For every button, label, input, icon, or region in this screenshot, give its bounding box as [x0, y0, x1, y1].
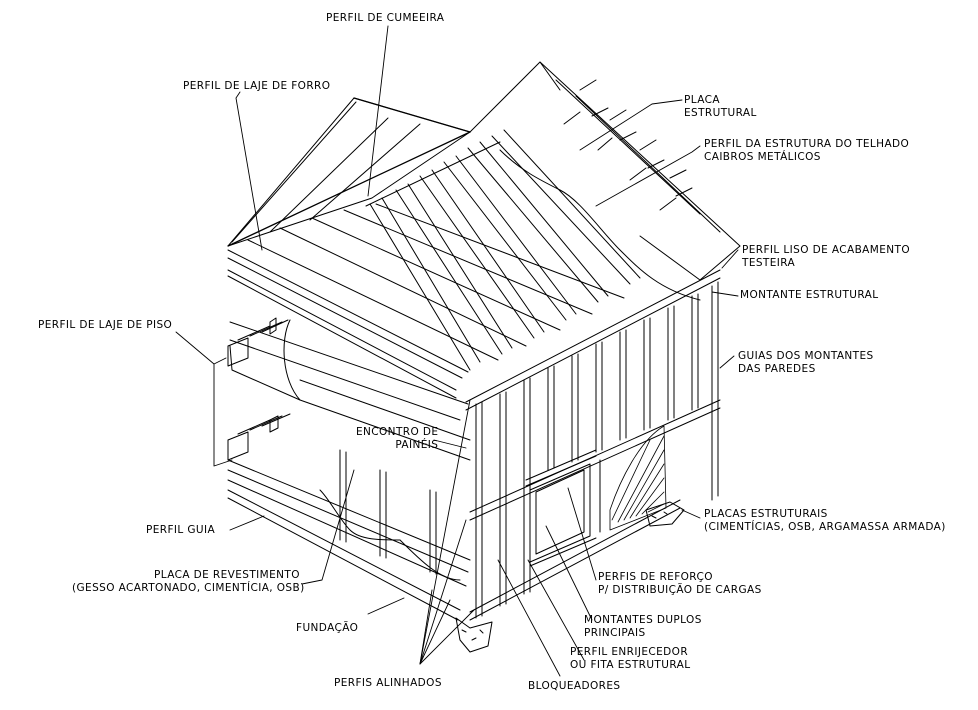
label-lining: PLACA DE REVESTIMENTO(GESSO ACARTONADO, …: [72, 569, 305, 595]
label-structural-panel-line-2: ESTRUTURAL: [684, 107, 757, 119]
left-wall-studs: [319, 449, 461, 581]
label-track-line-1: PERFIL GUIA: [146, 524, 216, 536]
label-headers-line-2: P/ DISTRIBUIÇÃO DE CARGAS: [598, 584, 762, 596]
label-fascia-line-1: PERFIL LISO DE ACABAMENTO: [742, 244, 910, 256]
label-headers-line-1: PERFIS DE REFORÇO: [598, 571, 713, 583]
label-aligned-profiles: PERFIS ALINHADOS: [334, 677, 442, 690]
label-wall-tracks-line-1: GUIAS DOS MONTANTES: [738, 350, 874, 362]
label-double-studs-line-2: PRINCIPAIS: [584, 627, 646, 639]
floor-joists-upper: [227, 317, 289, 367]
label-stud: MONTANTE ESTRUTURAL: [740, 289, 879, 302]
label-lining-line-2: (GESSO ACARTONADO, CIMENTÍCIA, OSB): [72, 582, 305, 594]
label-aligned-profiles-line-1: PERFIS ALINHADOS: [334, 677, 442, 689]
label-blocking: BLOQUEADORES: [528, 680, 620, 693]
upper-floor-panel: [229, 319, 471, 461]
label-panel-joint-line-1: ENCONTRO DE: [356, 426, 439, 438]
roof-right-slope-panels: [469, 61, 741, 301]
label-structural-panel-line-1: PLACA: [684, 94, 720, 106]
roof-rafters: [365, 129, 641, 371]
roof-left-slope: [227, 97, 471, 247]
label-stiffener-line-1: PERFIL ENRIJECEDOR: [570, 646, 689, 658]
label-floor-joist: PERFIL DE LAJE DE PISO: [38, 319, 172, 332]
leader-lines: [175, 25, 739, 677]
label-sheathing-line-2: (CIMENTÍCIAS, OSB, ARGAMASSA ARMADA): [704, 521, 946, 533]
label-stud-line-1: MONTANTE ESTRUTURAL: [740, 289, 879, 301]
label-ceiling-joist: PERFIL DE LAJE DE FORRO: [183, 80, 330, 93]
label-ridge-line-1: PERFIL DE CUMEEIRA: [326, 12, 445, 24]
ceiling-joists: [227, 203, 625, 399]
label-floor-joist-line-1: PERFIL DE LAJE DE PISO: [38, 319, 173, 331]
label-roof-structure-line-2: CAIBROS METÁLICOS: [704, 151, 821, 163]
label-stiffener-line-2: OU FITA ESTRUTURAL: [570, 659, 691, 671]
foundation: [227, 489, 685, 653]
label-ridge: PERFIL DE CUMEEIRA: [326, 12, 444, 25]
label-double-studs-line-1: MONTANTES DUPLOS: [584, 614, 702, 626]
label-panel-joint-line-2: PAINÉIS: [395, 439, 439, 451]
label-track: PERFIL GUIA: [146, 524, 215, 537]
label-foundation: FUNDAÇÃO: [296, 622, 358, 635]
label-ceiling-joist-line-1: PERFIL DE LAJE DE FORRO: [183, 80, 331, 92]
label-wall-tracks-line-2: DAS PAREDES: [738, 363, 816, 375]
label-sheathing-line-1: PLACAS ESTRUTURAIS: [704, 508, 828, 520]
label-lining-line-1: PLACA DE REVESTIMENTO: [154, 569, 300, 581]
label-fascia-line-2: TESTEIRA: [742, 257, 796, 269]
label-foundation-line-1: FUNDAÇÃO: [296, 622, 359, 634]
label-blocking-line-1: BLOQUEADORES: [528, 680, 621, 692]
front-wall-frame: [465, 269, 721, 621]
label-roof-structure-line-1: PERFIL DA ESTRUTURA DO TELHADO: [704, 138, 910, 150]
label-sheathing: PLACAS ESTRUTURAIS(CIMENTÍCIAS, OSB, ARG…: [704, 508, 946, 534]
sheathing-hatch: [609, 425, 667, 531]
